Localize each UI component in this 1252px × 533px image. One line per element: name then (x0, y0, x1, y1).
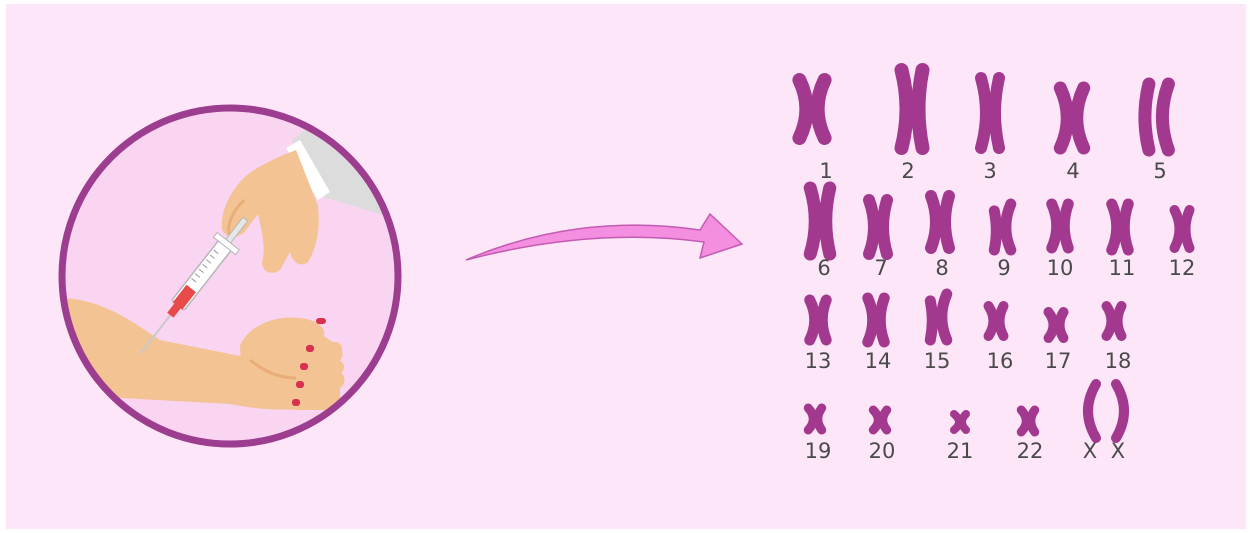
chromatid (1006, 204, 1011, 250)
chromosome-label: 6 (817, 256, 830, 280)
chromatid (1124, 204, 1128, 250)
chromatid (810, 188, 815, 254)
chromosome-label: 12 (1169, 256, 1196, 280)
chromosome-17 (1049, 312, 1064, 338)
chromosome-2 (902, 70, 923, 148)
chromosome-8 (931, 196, 949, 248)
chromatid (1060, 312, 1064, 338)
chromatid (1064, 204, 1068, 248)
chromosome-18 (1107, 306, 1122, 336)
chromosome-label: X (1111, 439, 1125, 463)
chromosome-label: 16 (987, 349, 1014, 373)
chromosome-21 (954, 414, 966, 430)
chromatid (945, 196, 949, 248)
chromosome-4 (1060, 88, 1083, 148)
chromatid (1031, 410, 1035, 432)
chromosome-label: 4 (1066, 159, 1079, 183)
chromosome-label: 7 (874, 256, 887, 280)
chromatid (818, 80, 825, 138)
chromatid (826, 188, 830, 254)
chromatid (930, 301, 932, 340)
chromosome-23 (1088, 384, 1096, 438)
chromosome-14 (868, 298, 885, 342)
chromosome-7 (869, 200, 887, 254)
chromatid (883, 410, 887, 430)
chromosome-label: 11 (1109, 256, 1136, 280)
chromosome-9 (994, 204, 1011, 250)
chromosome-label: 21 (947, 439, 974, 463)
chromatid (868, 298, 873, 342)
chromatid (808, 408, 813, 430)
chromatid (1116, 384, 1124, 438)
chromosome-label: 18 (1105, 349, 1132, 373)
chromosome-15 (930, 294, 947, 340)
chromatid (799, 80, 806, 138)
chromatid (1107, 306, 1112, 336)
chromosome-label: 10 (1047, 256, 1074, 280)
chromosome-19 (808, 408, 822, 430)
chromatid (822, 300, 826, 340)
chromatid (880, 298, 884, 342)
chromatid (931, 196, 936, 248)
chromatid (1175, 210, 1180, 248)
chromatid (1186, 210, 1190, 248)
chromatid (962, 414, 966, 430)
chromatid (818, 408, 822, 430)
chromatid (981, 78, 986, 148)
chromosome-24 (1116, 384, 1124, 438)
chromatid (883, 200, 887, 254)
chromosome-13 (810, 300, 827, 340)
chromatid (995, 78, 999, 148)
chromatid (810, 300, 815, 340)
chromatid (1145, 84, 1149, 150)
chromatid (1112, 204, 1117, 250)
chromosome-label: 8 (935, 256, 948, 280)
chromosome-label: 22 (1017, 439, 1044, 463)
chromatid (994, 211, 996, 250)
chromosome-label: 2 (901, 159, 914, 183)
chromosome-label: X (1083, 439, 1097, 463)
chromatid (869, 200, 874, 254)
chromatid (1118, 306, 1122, 336)
chromatid (1162, 84, 1168, 150)
chromosome-20 (873, 410, 887, 430)
chromosome-label: 19 (805, 439, 832, 463)
chromatid (942, 294, 947, 340)
chromatid (1049, 312, 1054, 338)
chromosome-label: 20 (869, 439, 896, 463)
chromosome-label: 17 (1045, 349, 1072, 373)
chromosome-22 (1021, 410, 1035, 432)
chromosome-5 (1145, 84, 1169, 150)
chromosome-label: 9 (997, 256, 1010, 280)
chromatid (873, 410, 878, 430)
chromatid (1052, 204, 1057, 248)
chromosome-label: 3 (983, 159, 996, 183)
chromatid (919, 70, 923, 148)
chromatid (989, 306, 994, 336)
chromosome-label: 15 (924, 349, 951, 373)
chromosome-10 (1052, 204, 1069, 248)
chromosome-1 (799, 80, 824, 138)
chromosome-label: 13 (805, 349, 832, 373)
chromosome-label: 14 (865, 349, 892, 373)
chromatid (1021, 410, 1026, 432)
chromatid (1060, 88, 1067, 148)
chromosome-label: 5 (1153, 159, 1166, 183)
chromatid (1077, 88, 1084, 148)
chromosome-12 (1175, 210, 1190, 248)
chromatid (902, 70, 907, 148)
chromosome-label: 1 (819, 159, 832, 183)
chromosome-3 (981, 78, 999, 148)
chromatid (1000, 306, 1004, 336)
chromosome-6 (810, 188, 830, 254)
chromosome-11 (1112, 204, 1129, 250)
chromosome-16 (989, 306, 1004, 336)
chromatid (1088, 384, 1096, 438)
